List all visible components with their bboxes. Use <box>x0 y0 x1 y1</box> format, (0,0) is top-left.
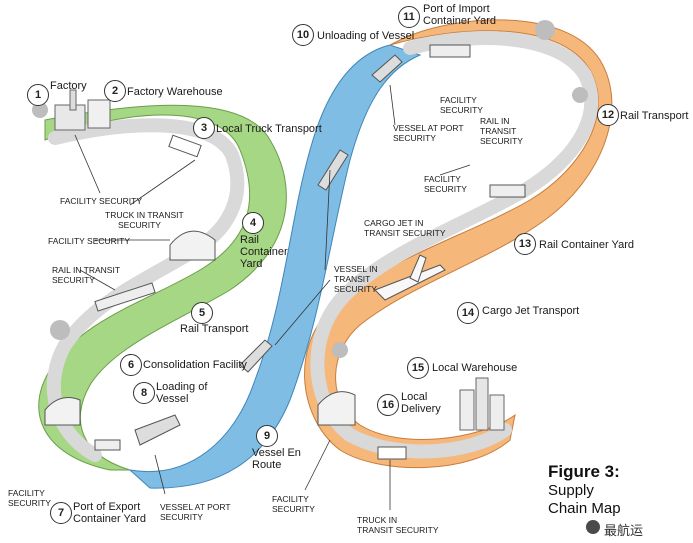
step-13-label: Rail Container Yard <box>539 239 634 251</box>
step-6-label: Consolidation Facility <box>143 359 247 371</box>
facility-security-label-6b: Security <box>272 504 315 514</box>
step-13-number: 13 <box>514 233 536 255</box>
cargo-jet-in-transit-label-b: Transit Security <box>364 228 446 238</box>
step-3-label: Local Truck Transport <box>216 123 322 135</box>
step-7-number: 7 <box>50 502 72 524</box>
facility-security-label-2: Facility Security <box>48 236 131 246</box>
step-14-label: Cargo Jet Transport <box>482 305 580 317</box>
truck-in-transit-label-3b: Transit Security <box>357 525 439 535</box>
step-9-label-line1: Vessel En <box>252 447 301 459</box>
facility-security-label-3b: Security <box>8 498 51 508</box>
figure-subtitle: Supply Chain Map <box>548 482 621 518</box>
step-8-label-line2: Vessel <box>156 393 189 405</box>
leader-lines <box>74 84 471 510</box>
cargo-jet-in-transit-label-a: Cargo Jet in <box>364 218 424 228</box>
step-1-label: Factory <box>50 80 87 92</box>
step-2-number: 2 <box>104 80 126 102</box>
figure-title: Figure 3: <box>548 462 620 481</box>
truck-in-transit-label-3a: Truck in <box>357 515 398 525</box>
step-3-number: 3 <box>193 117 215 139</box>
trees <box>32 20 588 358</box>
truck-icon <box>168 134 202 158</box>
truck-in-transit-label-1b: Security <box>118 220 161 230</box>
step-12-number: 12 <box>597 104 619 126</box>
step-6-number: 6 <box>120 354 142 376</box>
cargo-jet-icon <box>374 254 446 301</box>
step-10-label: Unloading of Vessel <box>317 30 415 42</box>
step-16-label-line1: Local <box>401 391 428 403</box>
vessel-in-transit-label-c: Security <box>334 284 377 294</box>
watermark-logo-icon <box>586 520 600 534</box>
facility-security-label-5b: Security <box>424 184 467 194</box>
rail-in-transit-label-1a: Rail in Transit <box>52 265 121 275</box>
figure-subtitle-line2: Chain Map <box>548 500 621 517</box>
step-4-label-line2: Container <box>240 246 288 258</box>
facility-security-label-1: Facility Security <box>60 196 143 206</box>
step-7-label-line1: Port of Export <box>73 501 141 513</box>
step-11-label-line2: Container Yard <box>423 15 496 27</box>
local-warehouse-building <box>317 391 356 426</box>
rail-yard-shed <box>169 230 216 261</box>
step-14-number: 14 <box>457 302 479 324</box>
figure-subtitle-line1: Supply <box>548 482 594 499</box>
facility-security-label-4a: Facility <box>440 95 477 105</box>
step-16-number: 16 <box>377 394 399 416</box>
delivery-truck-icon <box>377 446 407 460</box>
vessel-at-port-label-2b: Security <box>393 133 436 143</box>
step-9-label-line2: Route <box>252 459 282 471</box>
rail-in-transit-label-1b: Security <box>52 275 95 285</box>
vessel-at-port-label-2a: Vessel at Port <box>393 123 464 133</box>
container-stacks <box>94 44 526 451</box>
step-11-number: 11 <box>398 6 420 28</box>
vessel-in-transit-label-a: Vessel in <box>334 264 378 274</box>
step-15-number: 15 <box>407 357 429 379</box>
rail-in-transit-label-3c: Security <box>480 136 523 146</box>
city-buildings <box>459 377 505 431</box>
rail-in-transit-label-3b: Transit <box>480 126 517 136</box>
facility-security-label-4b: Security <box>440 105 483 115</box>
step-8-label-line1: Loading of <box>156 381 208 393</box>
step-4-label-line3: Yard <box>240 258 263 270</box>
step-16-label-line2: Delivery <box>401 403 441 415</box>
step-7-label-line2: Container Yard <box>73 513 146 525</box>
consolidation-facility-building <box>44 397 81 426</box>
facility-security-label-5a: Facility <box>424 174 461 184</box>
facility-security-label-3a: Facility <box>8 488 45 498</box>
step-1-number: 1 <box>27 84 49 106</box>
factory-building <box>54 89 111 131</box>
vessel-at-port-label-1a: Vessel at Port <box>160 502 231 512</box>
step-4-number: 4 <box>242 212 264 234</box>
step-12-label: Rail Transport <box>620 110 689 122</box>
vessel-at-port-label-1b: Security <box>160 512 203 522</box>
facility-security-label-6a: Facility <box>272 494 309 504</box>
cargo-ship-icons <box>134 54 403 446</box>
destination-land-band <box>304 19 613 469</box>
step-10-number: 10 <box>292 24 314 46</box>
watermark-text: 最航运 <box>604 523 644 538</box>
step-4-label-line1: Rail <box>240 234 259 246</box>
vessel-in-transit-label-b: Transit <box>334 274 371 284</box>
step-15-label: Local Warehouse <box>432 362 518 374</box>
step-11-label-line1: Port of Import <box>423 3 490 15</box>
step-5-number: 5 <box>191 302 213 324</box>
truck-in-transit-label-1a: Truck in Transit <box>105 210 184 220</box>
rail-in-transit-label-3a: Rail in <box>480 116 510 126</box>
step-8-number: 8 <box>133 382 155 404</box>
train-icon <box>94 282 156 312</box>
step-9-number: 9 <box>256 425 278 447</box>
step-2-label: Factory Warehouse <box>127 86 223 98</box>
step-5-label: Rail Transport <box>180 323 249 335</box>
